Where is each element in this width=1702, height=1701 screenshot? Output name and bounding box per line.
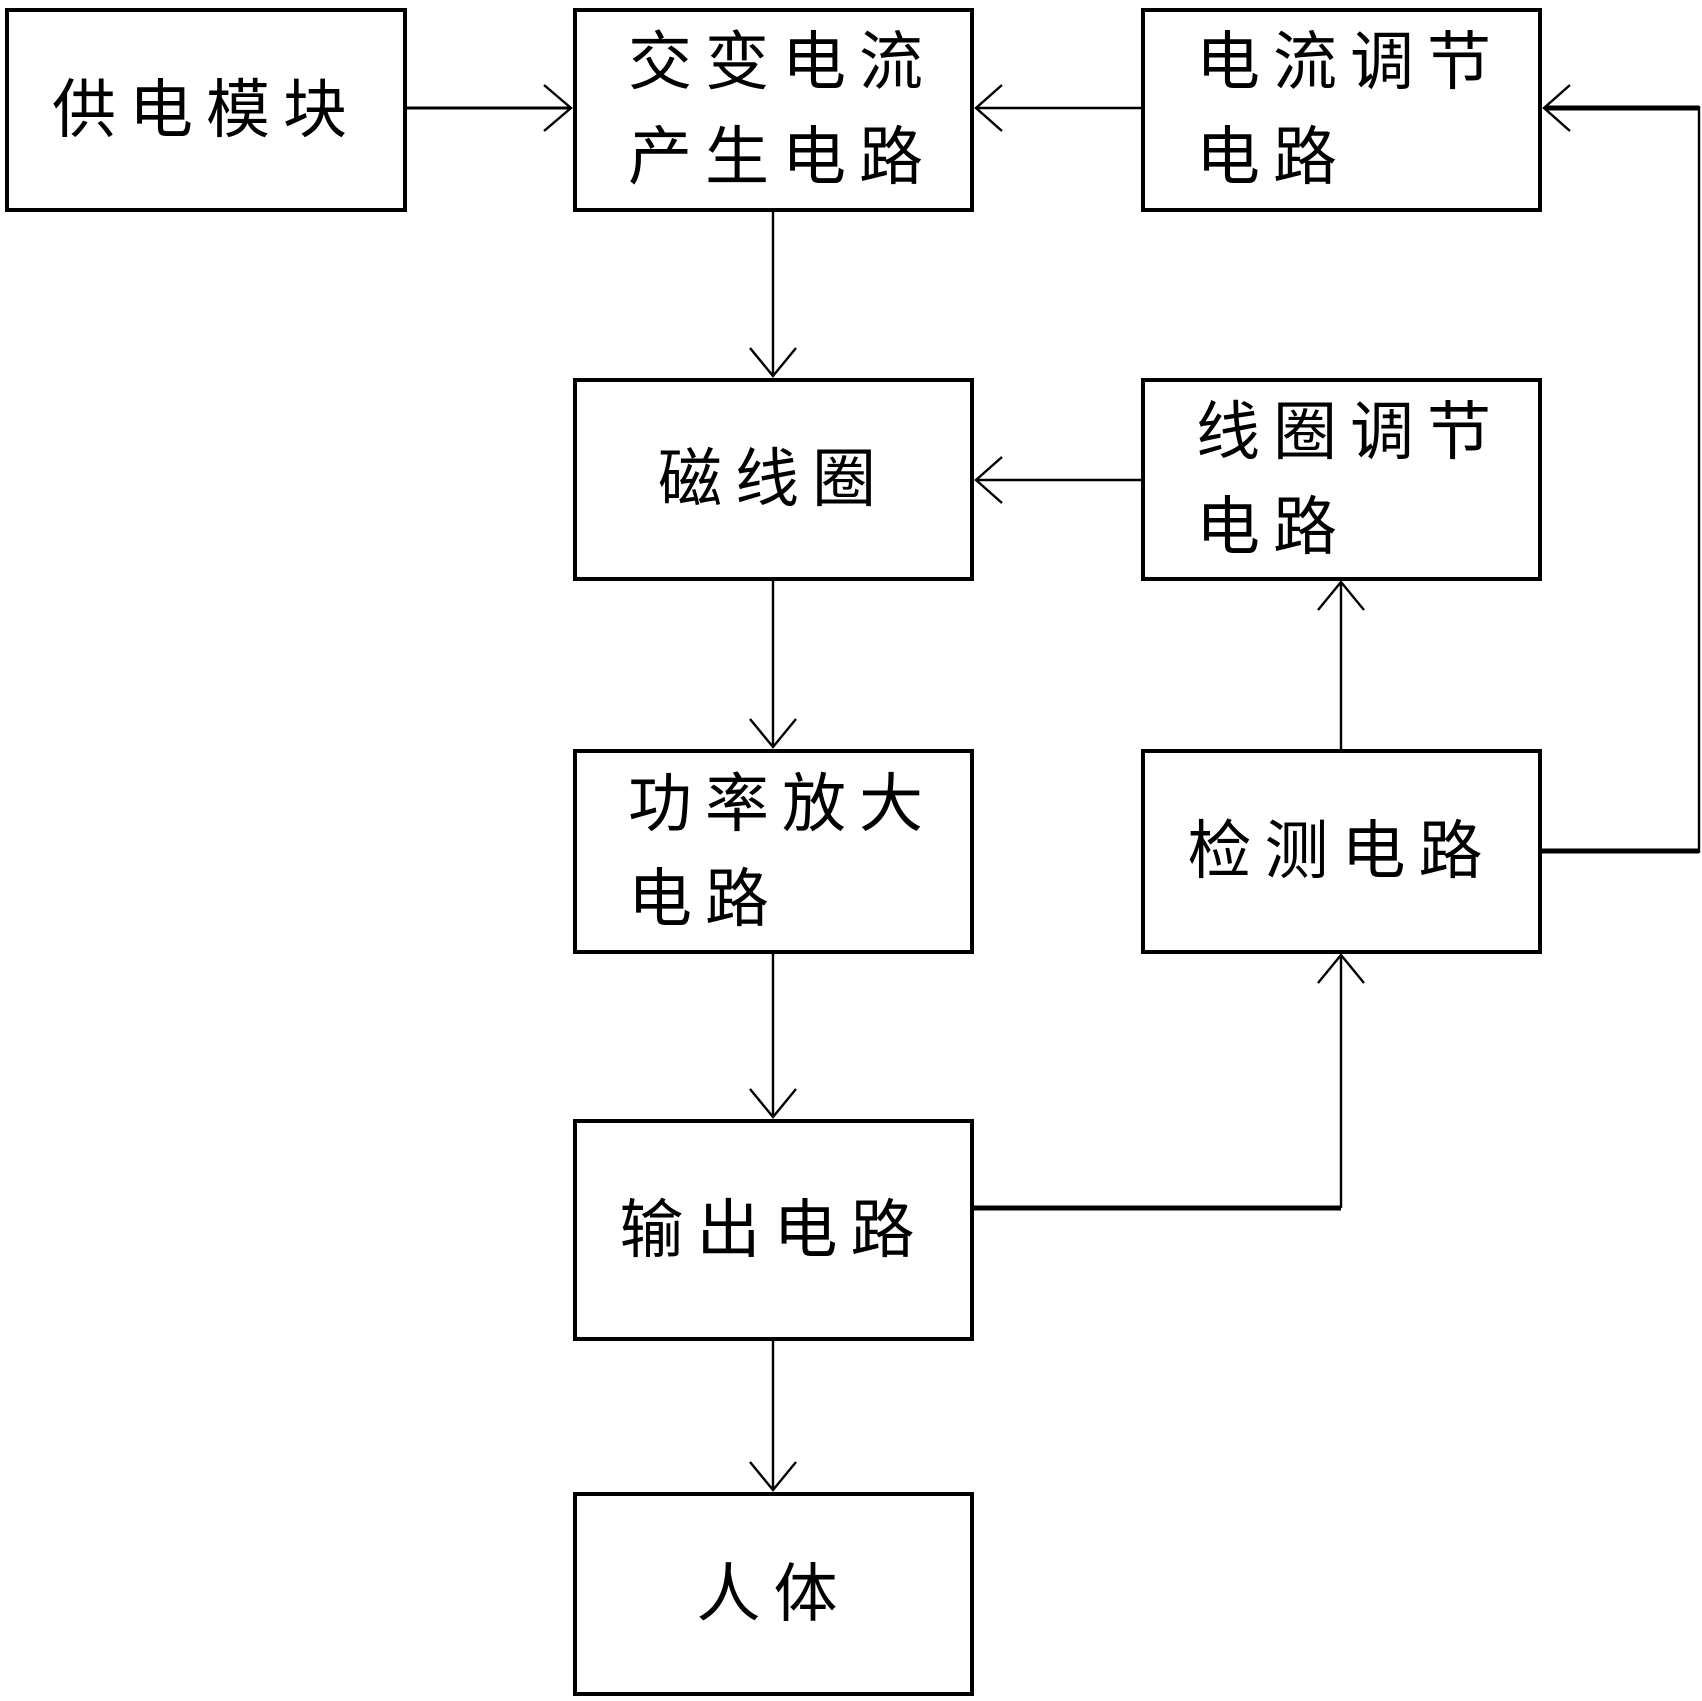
human-body-box: 人体 [573, 1492, 974, 1696]
arrow-output-to-detection [974, 953, 1365, 1211]
arrow-detection-to-current-adjust-feedback [1542, 84, 1701, 854]
arrow-power-amp-to-output [749, 954, 797, 1119]
arrow-output-to-human-body [749, 1341, 797, 1492]
detection-circuit-label: 检测电路 [1187, 816, 1496, 887]
arrow-coil-adjust-to-magnetic-coil [974, 456, 1141, 504]
ac-current-generation-label-line1: 交变电流 [628, 27, 936, 98]
power-amplification-label-line1: 功率放大 [628, 768, 936, 840]
detection-circuit-box: 检测电路 [1141, 749, 1542, 954]
power-amplification-box: 功率放大 电路 [573, 749, 974, 954]
power-supply-box: 供电模块 [5, 8, 407, 212]
arrow-magnetic-coil-to-power-amp [749, 581, 797, 749]
magnetic-coil-box: 磁线圈 [573, 378, 974, 581]
current-adjustment-box: 电流调节 电路 [1141, 8, 1542, 212]
magnetic-coil-label: 磁线圈 [658, 444, 889, 515]
coil-adjustment-box: 线圈调节 电路 [1141, 378, 1542, 581]
arrow-current-adjust-to-ac-gen [974, 84, 1141, 132]
output-circuit-box: 输出电路 [573, 1119, 974, 1341]
power-amplification-label-line2: 电路 [628, 863, 782, 935]
ac-current-generation-box: 交变电流 产生电路 [573, 8, 974, 212]
arrow-detection-to-coil-adjust [1317, 580, 1365, 749]
current-adjustment-label-line1: 电流调节 [1196, 27, 1504, 98]
arrow-ac-gen-to-magnetic-coil [749, 212, 797, 378]
ac-current-generation-label-line2: 产生电路 [628, 122, 936, 193]
coil-adjustment-label-line1: 线圈调节 [1196, 396, 1504, 468]
arrow-power-supply-to-ac-gen [407, 84, 573, 132]
output-circuit-label: 输出电路 [619, 1194, 928, 1266]
human-body-label: 人体 [696, 1558, 851, 1630]
power-supply-label: 供电模块 [52, 74, 360, 146]
coil-adjustment-label-line2: 电路 [1196, 491, 1350, 563]
current-adjustment-label-line2: 电路 [1196, 122, 1350, 193]
